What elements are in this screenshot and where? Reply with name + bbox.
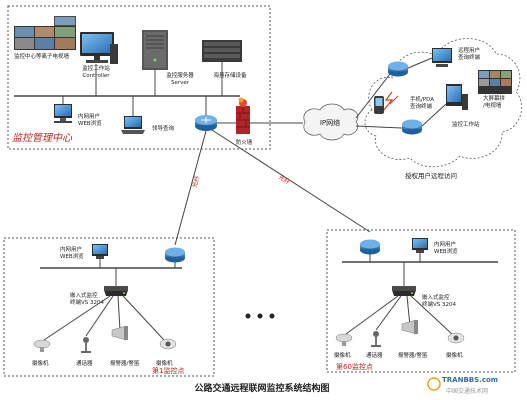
remote-access-caption: 授权用户远程访问 xyxy=(405,171,457,180)
monitoring-center-title: 监控管理中心 xyxy=(12,132,73,144)
fiber-link-site1 xyxy=(174,130,207,246)
intranet-web-pc-icon xyxy=(54,104,72,123)
server-sublabel: Server xyxy=(171,80,190,86)
remote-router-top-icon xyxy=(388,61,408,77)
site1-web-label: 内网用户 xyxy=(60,245,82,253)
site-1-group: 内网用户 WEB浏览 嵌入式监控 终端VS 3204 xyxy=(3,237,215,377)
site60-device-label-2: 报警器/警笛 xyxy=(398,351,428,359)
site60-web-label: 内网用户 xyxy=(434,240,456,248)
site60-router-icon xyxy=(360,239,380,255)
site1-encoder-sublabel: 终端VS 3204 xyxy=(70,298,104,306)
site1-encoder-icon xyxy=(104,286,128,296)
server-icon xyxy=(142,30,168,70)
controller-workstation-icon xyxy=(80,32,118,64)
wireless-signal-icon xyxy=(383,91,399,111)
intranet-web-sublabel: WEB浏览 xyxy=(78,119,102,127)
leader-query-label: 领导查询 xyxy=(152,124,175,132)
site60-camera-icon xyxy=(335,333,353,346)
leader-laptop-icon xyxy=(121,116,145,134)
remote-workstation-label: 监控工作站 xyxy=(452,120,480,128)
remote-workstation-icon xyxy=(446,84,468,110)
intranet-web-label: 内网用户 xyxy=(78,112,100,120)
site60-alarm-icon xyxy=(401,319,418,335)
fiber-link-site60 xyxy=(211,129,371,233)
site1-web-pc-icon xyxy=(92,244,108,259)
site60-web-pc-icon xyxy=(412,238,428,253)
site60-intercom-icon xyxy=(371,331,381,347)
site-60-frame xyxy=(326,229,516,373)
big-screen-label: 大屏幕拼 xyxy=(483,94,506,102)
remote-router-bottom-icon xyxy=(402,119,422,135)
mobile-pda-icon xyxy=(374,96,384,114)
monitoring-center-group: 监控中心等离子电视墙 监控工作站 Controller 监控服务器 Server xyxy=(7,5,271,150)
site60-device-label-1: 通话器 xyxy=(366,351,383,359)
watermark-sub: 中国交通技术网 xyxy=(446,387,488,395)
site60-badge: 第60监控点 xyxy=(336,362,373,371)
site1-camera-icon xyxy=(33,339,51,352)
site60-encoder-icon xyxy=(392,286,416,296)
site1-alarm-icon xyxy=(111,325,128,341)
mobile-pda-sublabel: 查询终端 xyxy=(410,102,433,110)
site-60-group: 内网用户 WEB浏览 嵌入式监控 终端VS 3204 xyxy=(326,229,516,373)
diagram-caption: 公路交通远程联网监控系统结构图 xyxy=(194,382,329,394)
site1-badge: 第1监控点 xyxy=(152,366,184,375)
site1-web-sublabel: WEB浏览 xyxy=(60,252,84,260)
site1-device-label-1: 通话器 xyxy=(76,359,93,367)
storage-icon xyxy=(202,40,242,62)
video-wall-label: 监控中心等离子电视墙 xyxy=(14,52,70,60)
ip-network-label: IP网络 xyxy=(320,118,340,127)
big-screen-wall-icon xyxy=(478,70,512,94)
site-1-frame xyxy=(3,237,215,377)
center-router-icon xyxy=(195,115,217,131)
site60-encoder-sublabel: 终端VS 3204 xyxy=(422,300,456,308)
site60-encoder-label: 嵌入式监控 xyxy=(422,293,450,301)
remote-access-cloud xyxy=(364,38,522,168)
site1-encoder-label: 嵌入式监控 xyxy=(70,291,98,299)
big-screen-sublabel: /电视墙 xyxy=(483,101,502,109)
fiber-label-right: 光纤 xyxy=(277,173,291,186)
site1-device-label-0: 摄像机 xyxy=(32,359,49,367)
site60-camera2-icon xyxy=(447,332,465,344)
site1-router-icon xyxy=(165,247,185,263)
remote-user-label: 远程用户 xyxy=(458,46,480,54)
site60-device-label-3: 摄像机 xyxy=(446,351,463,359)
monitoring-center-frame xyxy=(7,5,271,150)
video-wall-icon xyxy=(14,26,76,50)
firewall-icon xyxy=(236,97,250,134)
watermark-brand: TRANBBS.com xyxy=(442,376,498,384)
ip-network-cloud xyxy=(303,103,359,141)
server-label: 监控服务器 xyxy=(166,71,194,79)
site60-device-label-0: 摄像机 xyxy=(334,351,351,359)
site1-camera2-icon xyxy=(159,338,177,350)
more-sites-ellipsis xyxy=(245,313,275,319)
site60-web-sublabel: WEB浏览 xyxy=(434,247,458,255)
remote-user-sublabel: 查询终端 xyxy=(458,53,481,61)
watermark-logo: TRANBBS.com 中国交通技术网 xyxy=(427,376,498,395)
remote-user-pc-icon xyxy=(432,48,452,67)
site1-device-label-2: 报警器/警笛 xyxy=(110,359,140,367)
site1-device-label-3: 摄像机 xyxy=(156,359,173,367)
firewall-label: 防火墙 xyxy=(236,138,253,146)
storage-label: 海量存储设备 xyxy=(213,71,247,79)
site1-intercom-icon xyxy=(81,337,91,353)
mobile-pda-label: 手机/PDA xyxy=(410,95,434,103)
video-wall-camera-icon xyxy=(54,16,76,26)
fiber-label-left: 光纤 xyxy=(190,175,201,189)
